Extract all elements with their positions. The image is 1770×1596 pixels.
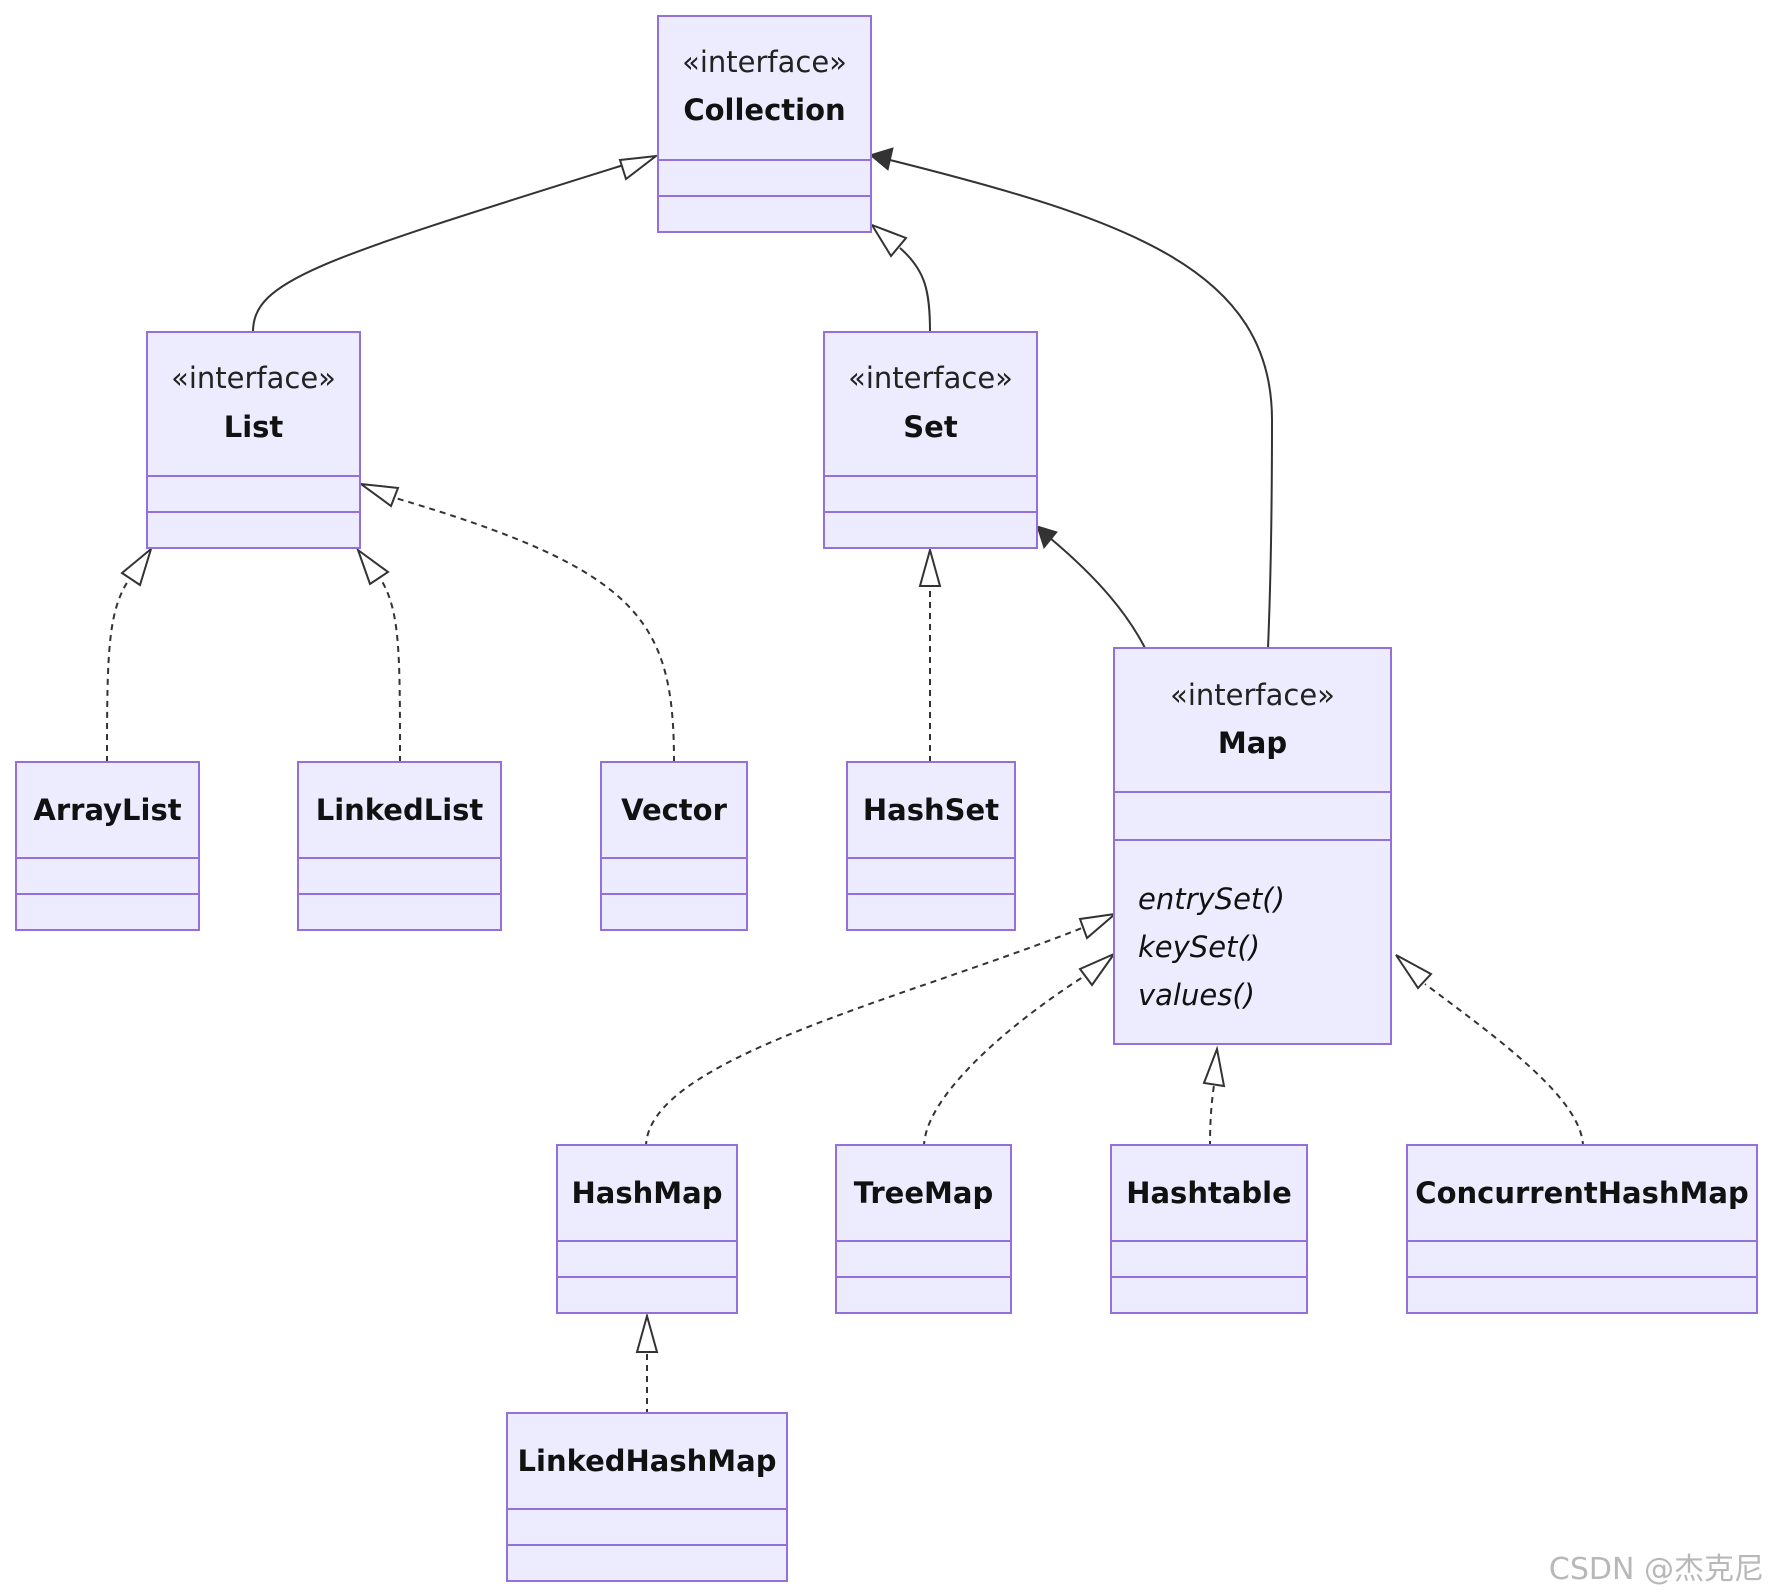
- edge-arraylist-list: [106, 577, 131, 763]
- arrowhead-treemap-map: [1078, 951, 1117, 987]
- arrowhead-list-collection: [618, 154, 660, 181]
- class-map-method-keyset: keySet(): [1138, 930, 1260, 964]
- edge-list-collection: [252, 162, 631, 333]
- class-map: «interface» Map entrySet() keySet() valu…: [1113, 647, 1392, 1045]
- class-map-stereotype: «interface»: [1170, 678, 1335, 712]
- class-map-method-entryset: entrySet(): [1138, 882, 1285, 916]
- edge-linkedlist-list: [379, 577, 401, 763]
- arrowhead-concurrenthashmap-map: [1395, 954, 1433, 990]
- class-hashtable: Hashtable: [1110, 1144, 1308, 1314]
- watermark: CSDN @杰克尼: [1548, 1552, 1764, 1587]
- arrowhead-vector-list: [357, 482, 400, 508]
- class-linkedlist: LinkedList: [297, 761, 502, 931]
- class-vector-name: Vector: [621, 793, 728, 827]
- class-hashmap-name: HashMap: [572, 1176, 723, 1210]
- edge-set-collection: [899, 247, 931, 333]
- class-linkedlist-name: LinkedList: [316, 793, 484, 827]
- arrowhead-hashset-set: [918, 546, 942, 587]
- class-linkedhashmap-name: LinkedHashMap: [518, 1444, 777, 1478]
- class-hashtable-name: Hashtable: [1126, 1176, 1292, 1210]
- class-collection-stereotype: «interface»: [682, 45, 847, 79]
- class-list: «interface» List: [146, 331, 361, 549]
- class-treemap-name: TreeMap: [854, 1176, 993, 1210]
- edge-map-collection: [889, 159, 1274, 649]
- class-map-name: Map: [1218, 726, 1287, 760]
- edge-map-set: [1049, 537, 1146, 649]
- edge-treemap-map: [923, 974, 1087, 1148]
- class-list-name: List: [224, 410, 284, 444]
- arrowhead-set-collection: [869, 223, 908, 258]
- arrowhead-map-set: [1036, 525, 1058, 550]
- arrowhead-map-collection: [868, 147, 894, 171]
- class-map-method-values: values(): [1138, 978, 1255, 1012]
- class-set-name: Set: [903, 410, 958, 444]
- class-linkedhashmap: LinkedHashMap: [506, 1412, 788, 1582]
- class-set-stereotype: «interface»: [848, 361, 1013, 395]
- class-set: «interface» Set: [823, 331, 1038, 549]
- edge-concurrenthashmap-map: [1424, 983, 1584, 1148]
- edge-hashtable-map: [1209, 1084, 1215, 1148]
- class-vector: Vector: [600, 761, 748, 931]
- edges: [106, 147, 1584, 1415]
- class-concurrenthashmap: ConcurrentHashMap: [1406, 1144, 1758, 1314]
- class-hashset-name: HashSet: [863, 793, 999, 827]
- edge-vector-list: [391, 496, 675, 763]
- arrowhead-hashtable-map: [1202, 1045, 1226, 1088]
- arrowhead-linkedlist-list: [355, 547, 390, 586]
- class-arraylist-name: ArrayList: [33, 793, 181, 827]
- class-treemap: TreeMap: [835, 1144, 1012, 1314]
- class-collection: «interface» Collection: [657, 15, 872, 233]
- arrowhead-arraylist-list: [120, 546, 153, 587]
- class-hashmap: HashMap: [556, 1144, 738, 1314]
- class-collection-name: Collection: [683, 93, 845, 127]
- class-list-stereotype: «interface»: [171, 361, 336, 395]
- arrowhead-hashmap-map: [1078, 912, 1119, 940]
- arrowhead-linkedhashmap-hashmap: [635, 1312, 659, 1353]
- edge-hashmap-map: [645, 927, 1083, 1148]
- class-concurrenthashmap-name: ConcurrentHashMap: [1415, 1176, 1748, 1210]
- class-hashset: HashSet: [846, 761, 1016, 931]
- class-arraylist: ArrayList: [15, 761, 200, 931]
